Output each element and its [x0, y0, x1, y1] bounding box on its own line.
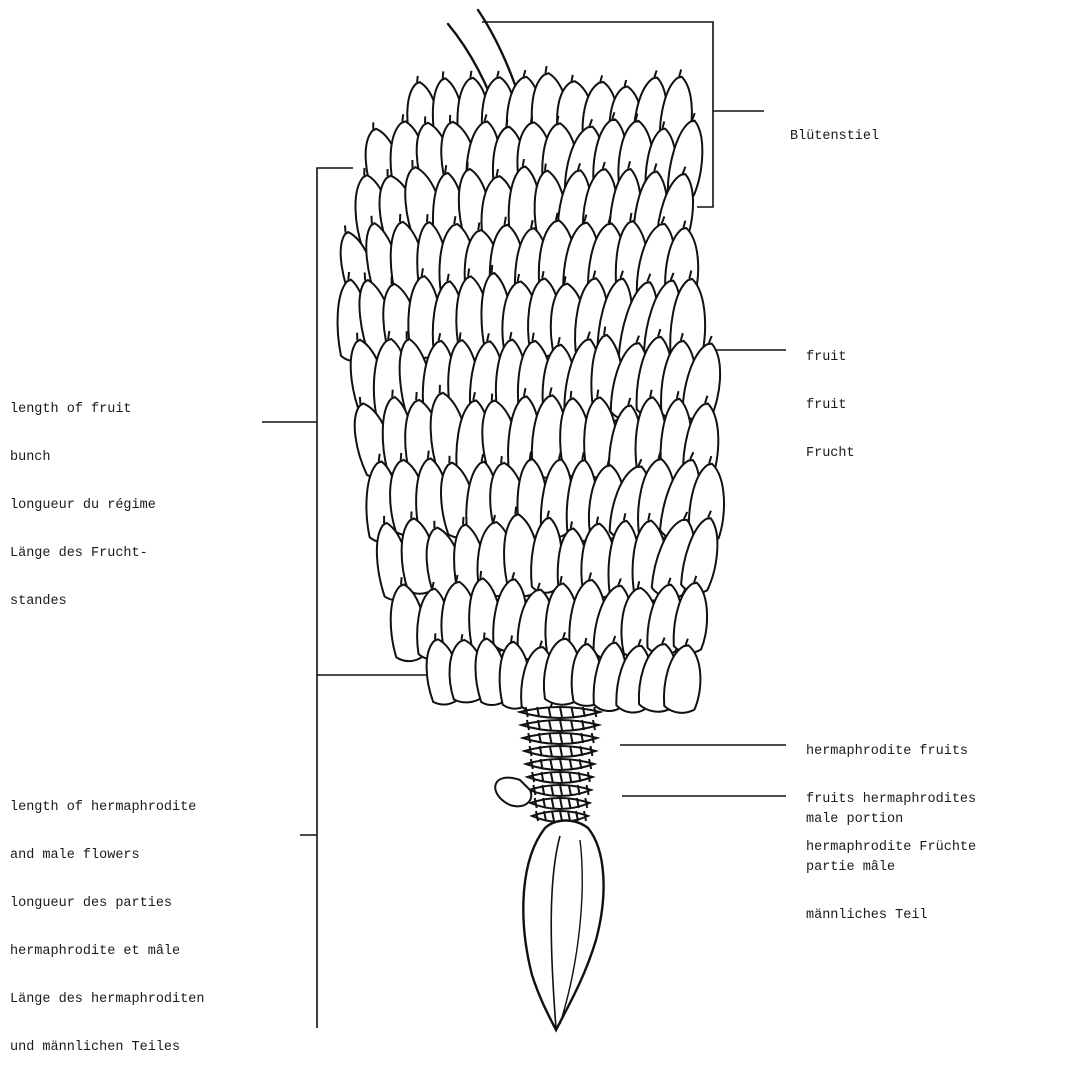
flower-detail [587, 785, 589, 795]
banana-tip [709, 336, 712, 344]
label-line: Länge des hermaphroditen [10, 992, 204, 1008]
banana-tip [510, 332, 511, 340]
flower-detail [589, 759, 591, 769]
label-line: and male flowers [10, 848, 204, 864]
banana-tip [466, 162, 468, 169]
banana-tip [511, 635, 513, 641]
label-line: Länge des Frucht- [10, 546, 156, 562]
fruit-hands [332, 66, 728, 715]
banana-tip [524, 70, 526, 77]
banana-tip [483, 632, 485, 639]
flower-detail [594, 707, 596, 717]
flower-detail [584, 811, 586, 821]
hermaphrodite-flower-zone [495, 707, 600, 822]
label-line: longueur des parties [10, 896, 204, 912]
banana-tip [344, 225, 347, 232]
flower-detail [531, 759, 533, 769]
banana-tip [468, 269, 470, 277]
banana-tip [625, 80, 627, 86]
flower-detail [588, 772, 590, 782]
banana-tip [530, 452, 531, 459]
banana-tip [462, 517, 464, 525]
flower-detail [593, 720, 595, 730]
banana-bunch-diagram: Blütenstiel fruit fruit Frucht length of… [0, 0, 1066, 1033]
banana-tip [422, 268, 424, 276]
banana-tip [570, 391, 572, 399]
banana-tip [470, 71, 472, 78]
banana-tip [604, 327, 606, 335]
label-peduncle: Blütenstiel [790, 97, 879, 161]
flower-detail [535, 798, 537, 808]
banana-tip [630, 213, 632, 221]
banana-tip [405, 331, 408, 339]
banana-tip [571, 75, 573, 81]
banana-tip [427, 451, 429, 459]
label-line: hermaphrodite et mâle [10, 944, 204, 960]
label-line: male portion [806, 812, 928, 828]
side-bract [495, 778, 531, 807]
label-line: und männlichen Teiles [10, 1040, 204, 1056]
label-line: standes [10, 594, 156, 610]
banana-tip [363, 168, 366, 176]
label-male-portion: male portion partie mâle männliches Teil [806, 780, 928, 940]
banana-tip [654, 70, 656, 77]
banana-tip [426, 214, 428, 222]
label-line: hermaphrodite fruits [806, 744, 976, 760]
banana-tip [545, 66, 547, 73]
label-line: Frucht [806, 446, 855, 462]
label-line: length of fruit [10, 402, 156, 418]
banana-tip [416, 76, 418, 83]
banana-tip [424, 116, 427, 123]
banana-tip [497, 71, 498, 77]
label-bunch-length: length of fruit bunch longueur du régime… [10, 370, 156, 626]
label-line: partie mâle [806, 860, 928, 876]
label-line: fruit [806, 398, 855, 414]
banana-tip [402, 114, 404, 121]
banana-tip [372, 122, 375, 129]
banana-tip [542, 271, 543, 278]
banana-tip [434, 633, 436, 639]
banana-tip [679, 69, 681, 76]
banana-tip [378, 454, 380, 462]
flower-detail [585, 798, 587, 808]
flower-detail [592, 733, 594, 743]
banana-tip [600, 75, 602, 82]
label-line: length of hermaphrodite [10, 800, 204, 816]
banana-tip [448, 456, 451, 463]
label-line: Blütenstiel [790, 129, 879, 145]
label-hermaphrodite-male-length: length of hermaphrodite and male flowers… [10, 768, 204, 1072]
label-line: bunch [10, 450, 156, 466]
banana-tip [391, 390, 393, 398]
label-line: männliches Teil [806, 908, 928, 924]
label-line: fruit [806, 350, 855, 366]
banana-tip [480, 571, 482, 579]
flower-detail [536, 811, 538, 821]
male-bud [523, 821, 603, 1031]
label-fruit: fruit fruit Frucht [806, 318, 855, 478]
banana-tip [506, 120, 508, 127]
flower-detail [530, 746, 532, 756]
banana-tip [383, 516, 386, 524]
banana-tip [445, 165, 447, 173]
banana-tip [459, 332, 461, 340]
banana-tip [442, 71, 444, 78]
banana-tip [585, 638, 586, 644]
flower-detail [590, 746, 592, 756]
flower-detail [527, 720, 529, 730]
flower-detail [532, 772, 534, 782]
banana-tip [348, 272, 350, 280]
banana-tip [544, 163, 546, 170]
label-line: longueur du régime [10, 498, 156, 514]
banana-tip [491, 265, 493, 273]
banana-tip [523, 159, 524, 166]
banana-tip [571, 521, 572, 528]
flower-detail [528, 733, 530, 743]
flower-detail [533, 785, 535, 795]
